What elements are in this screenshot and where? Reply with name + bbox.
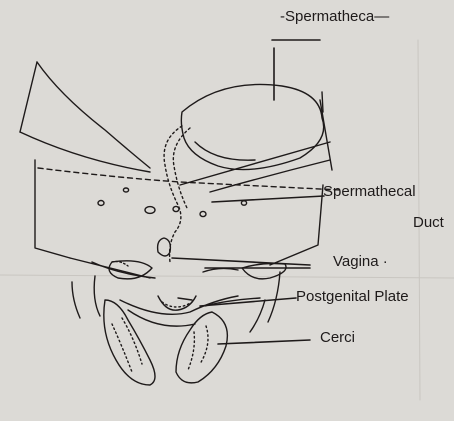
label-vagina: Vagina · [333,254,388,269]
spermathecal-duct-leader [212,196,324,202]
label-spermathecal-duct-line1: Spermathecal [323,184,416,199]
right-cercus [176,312,227,383]
label-cerci: Cerci [320,330,355,345]
vagina-dot: · [383,253,388,270]
vagina-opening [158,238,171,256]
postgenital-plate [120,296,260,326]
central-process [158,296,196,310]
left-tergite [20,62,150,278]
left-cercus [104,300,155,385]
cerci-leader [218,340,310,344]
segment-boundary [38,168,340,190]
label-postgenital-plate: Postgenital Plate [296,289,409,304]
right-tergite [180,92,332,265]
label-spermatheca: -Spermatheca— [280,9,389,24]
spermathecal-duct [164,126,190,262]
vagina-leader-1 [172,258,310,265]
spiracle-dots [98,188,247,217]
spermatheca-sac [181,84,323,169]
label-spermathecal-duct-line2: Duct [413,215,444,230]
paper-texture [0,40,454,400]
